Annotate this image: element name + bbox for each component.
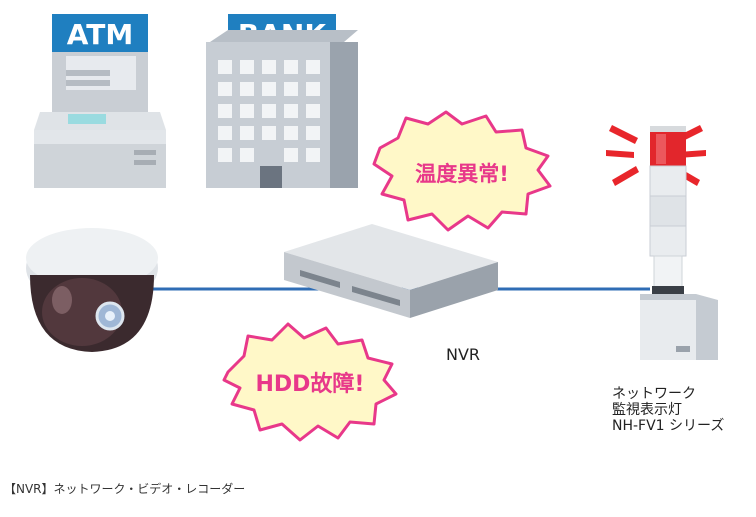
tower-light-icon [606,125,718,360]
bank-windows [218,60,320,162]
atm-machine: ATM [34,14,166,188]
temperature-alert-text: 温度異常! [415,162,509,186]
atm-card-slot [68,114,106,124]
atm-sign-text: ATM [67,18,133,51]
bank-door [260,166,282,188]
hdd-alert-text: HDD故障! [256,371,365,397]
temperature-alert-burst: 温度異常! [372,110,552,232]
nvr-label: NVR [446,345,480,364]
red-lamp [650,132,686,166]
tower-light-label: ネットワーク 監視表示灯 NH-FV1 シリーズ [612,386,724,434]
bank-building: BANK [206,14,358,188]
nvr-device-icon [284,224,498,318]
atm-sign-box [52,14,148,52]
dome-camera-icon [26,228,158,352]
tower-light-label-line1: ネットワーク [612,386,696,402]
hdd-alert-burst: HDD故障! [222,322,398,442]
tower-light-label-line2: 監視表示灯 [612,402,682,418]
bank-side [330,42,358,188]
tower-light-label-line3: NH-FV1 シリーズ [612,418,725,434]
bank-roof [210,30,358,42]
figure-caption: 【NVR】ネットワーク・ビデオ・レコーダー [4,482,246,496]
